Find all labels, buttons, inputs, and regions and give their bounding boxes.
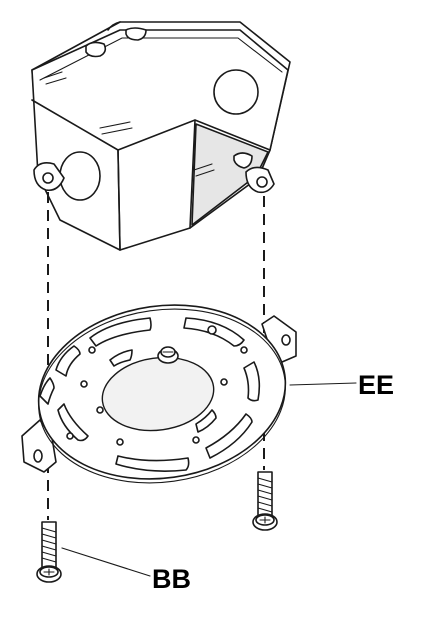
knockout-hole xyxy=(59,151,101,201)
knockout-slot xyxy=(125,27,147,41)
mounting-ear-hole xyxy=(256,176,268,188)
box-body xyxy=(31,29,289,251)
box-shading xyxy=(192,124,268,225)
leader-line-screw xyxy=(61,547,151,577)
knockout-slot xyxy=(233,152,253,169)
ground-screw-icon xyxy=(157,346,179,364)
screw-callout-label: BB xyxy=(152,564,191,594)
knockout-hole xyxy=(213,69,259,115)
bracket-slots xyxy=(39,317,261,472)
leader-line-bracket xyxy=(289,382,357,386)
knockout-slot xyxy=(85,41,107,58)
mounting-ear-hole xyxy=(42,172,54,184)
octagon-junction-box xyxy=(31,21,291,251)
mounting-screw-right xyxy=(252,471,278,531)
mounting-screw-left xyxy=(36,521,62,583)
bracket-center-boss xyxy=(101,356,215,432)
mounting-bracket-plate xyxy=(21,304,297,484)
bracket-holes xyxy=(66,325,248,446)
bracket-callout-label: EE xyxy=(358,370,394,400)
